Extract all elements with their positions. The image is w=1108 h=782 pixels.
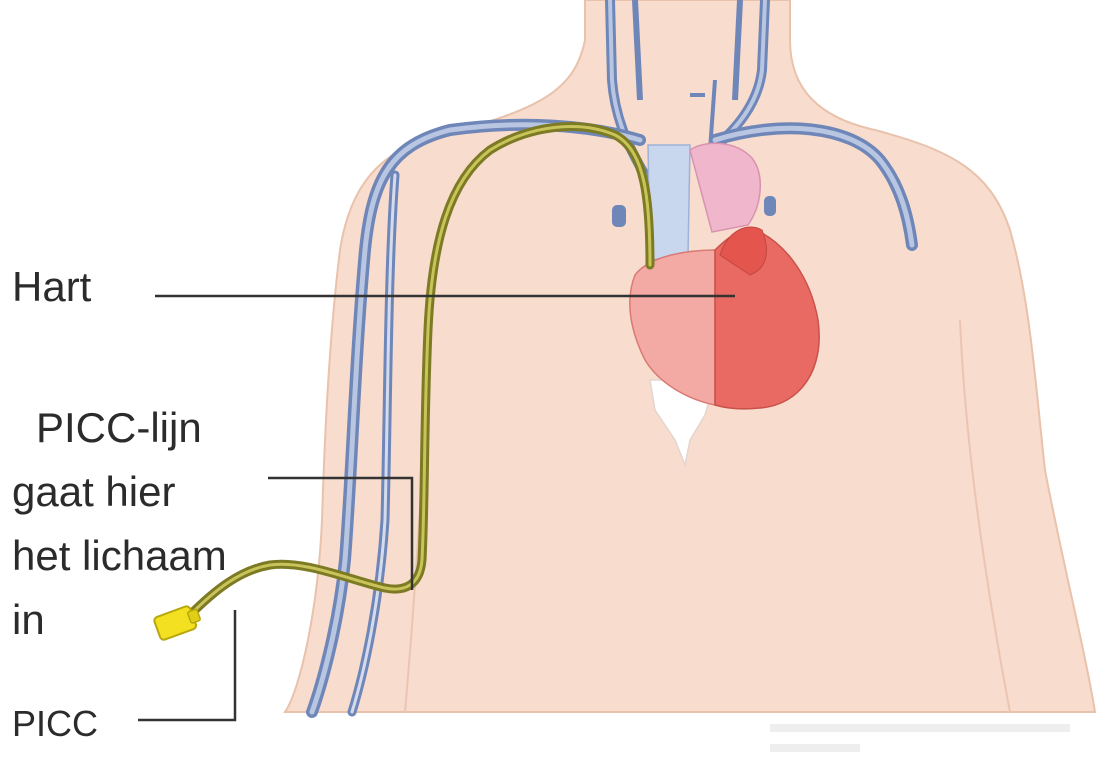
picc-label: PICC: [12, 706, 98, 742]
picc-entry-label-line-4: in: [12, 588, 227, 652]
picc-entry-label-line-3: het lichaam: [12, 524, 227, 588]
vessel-stub-right: [764, 196, 776, 216]
heart-label: Hart: [12, 266, 91, 308]
picc-entry-label: PICC-lijn gaat hier het lichaam in: [12, 396, 227, 652]
picc-entry-label-line-2: gaat hier: [12, 460, 227, 524]
superior-vena-cava: [648, 145, 690, 260]
picc-entry-label-line-1: PICC-lijn: [12, 396, 227, 460]
vessel-stub-left: [612, 205, 626, 227]
watermark-stamp: [770, 716, 1090, 766]
